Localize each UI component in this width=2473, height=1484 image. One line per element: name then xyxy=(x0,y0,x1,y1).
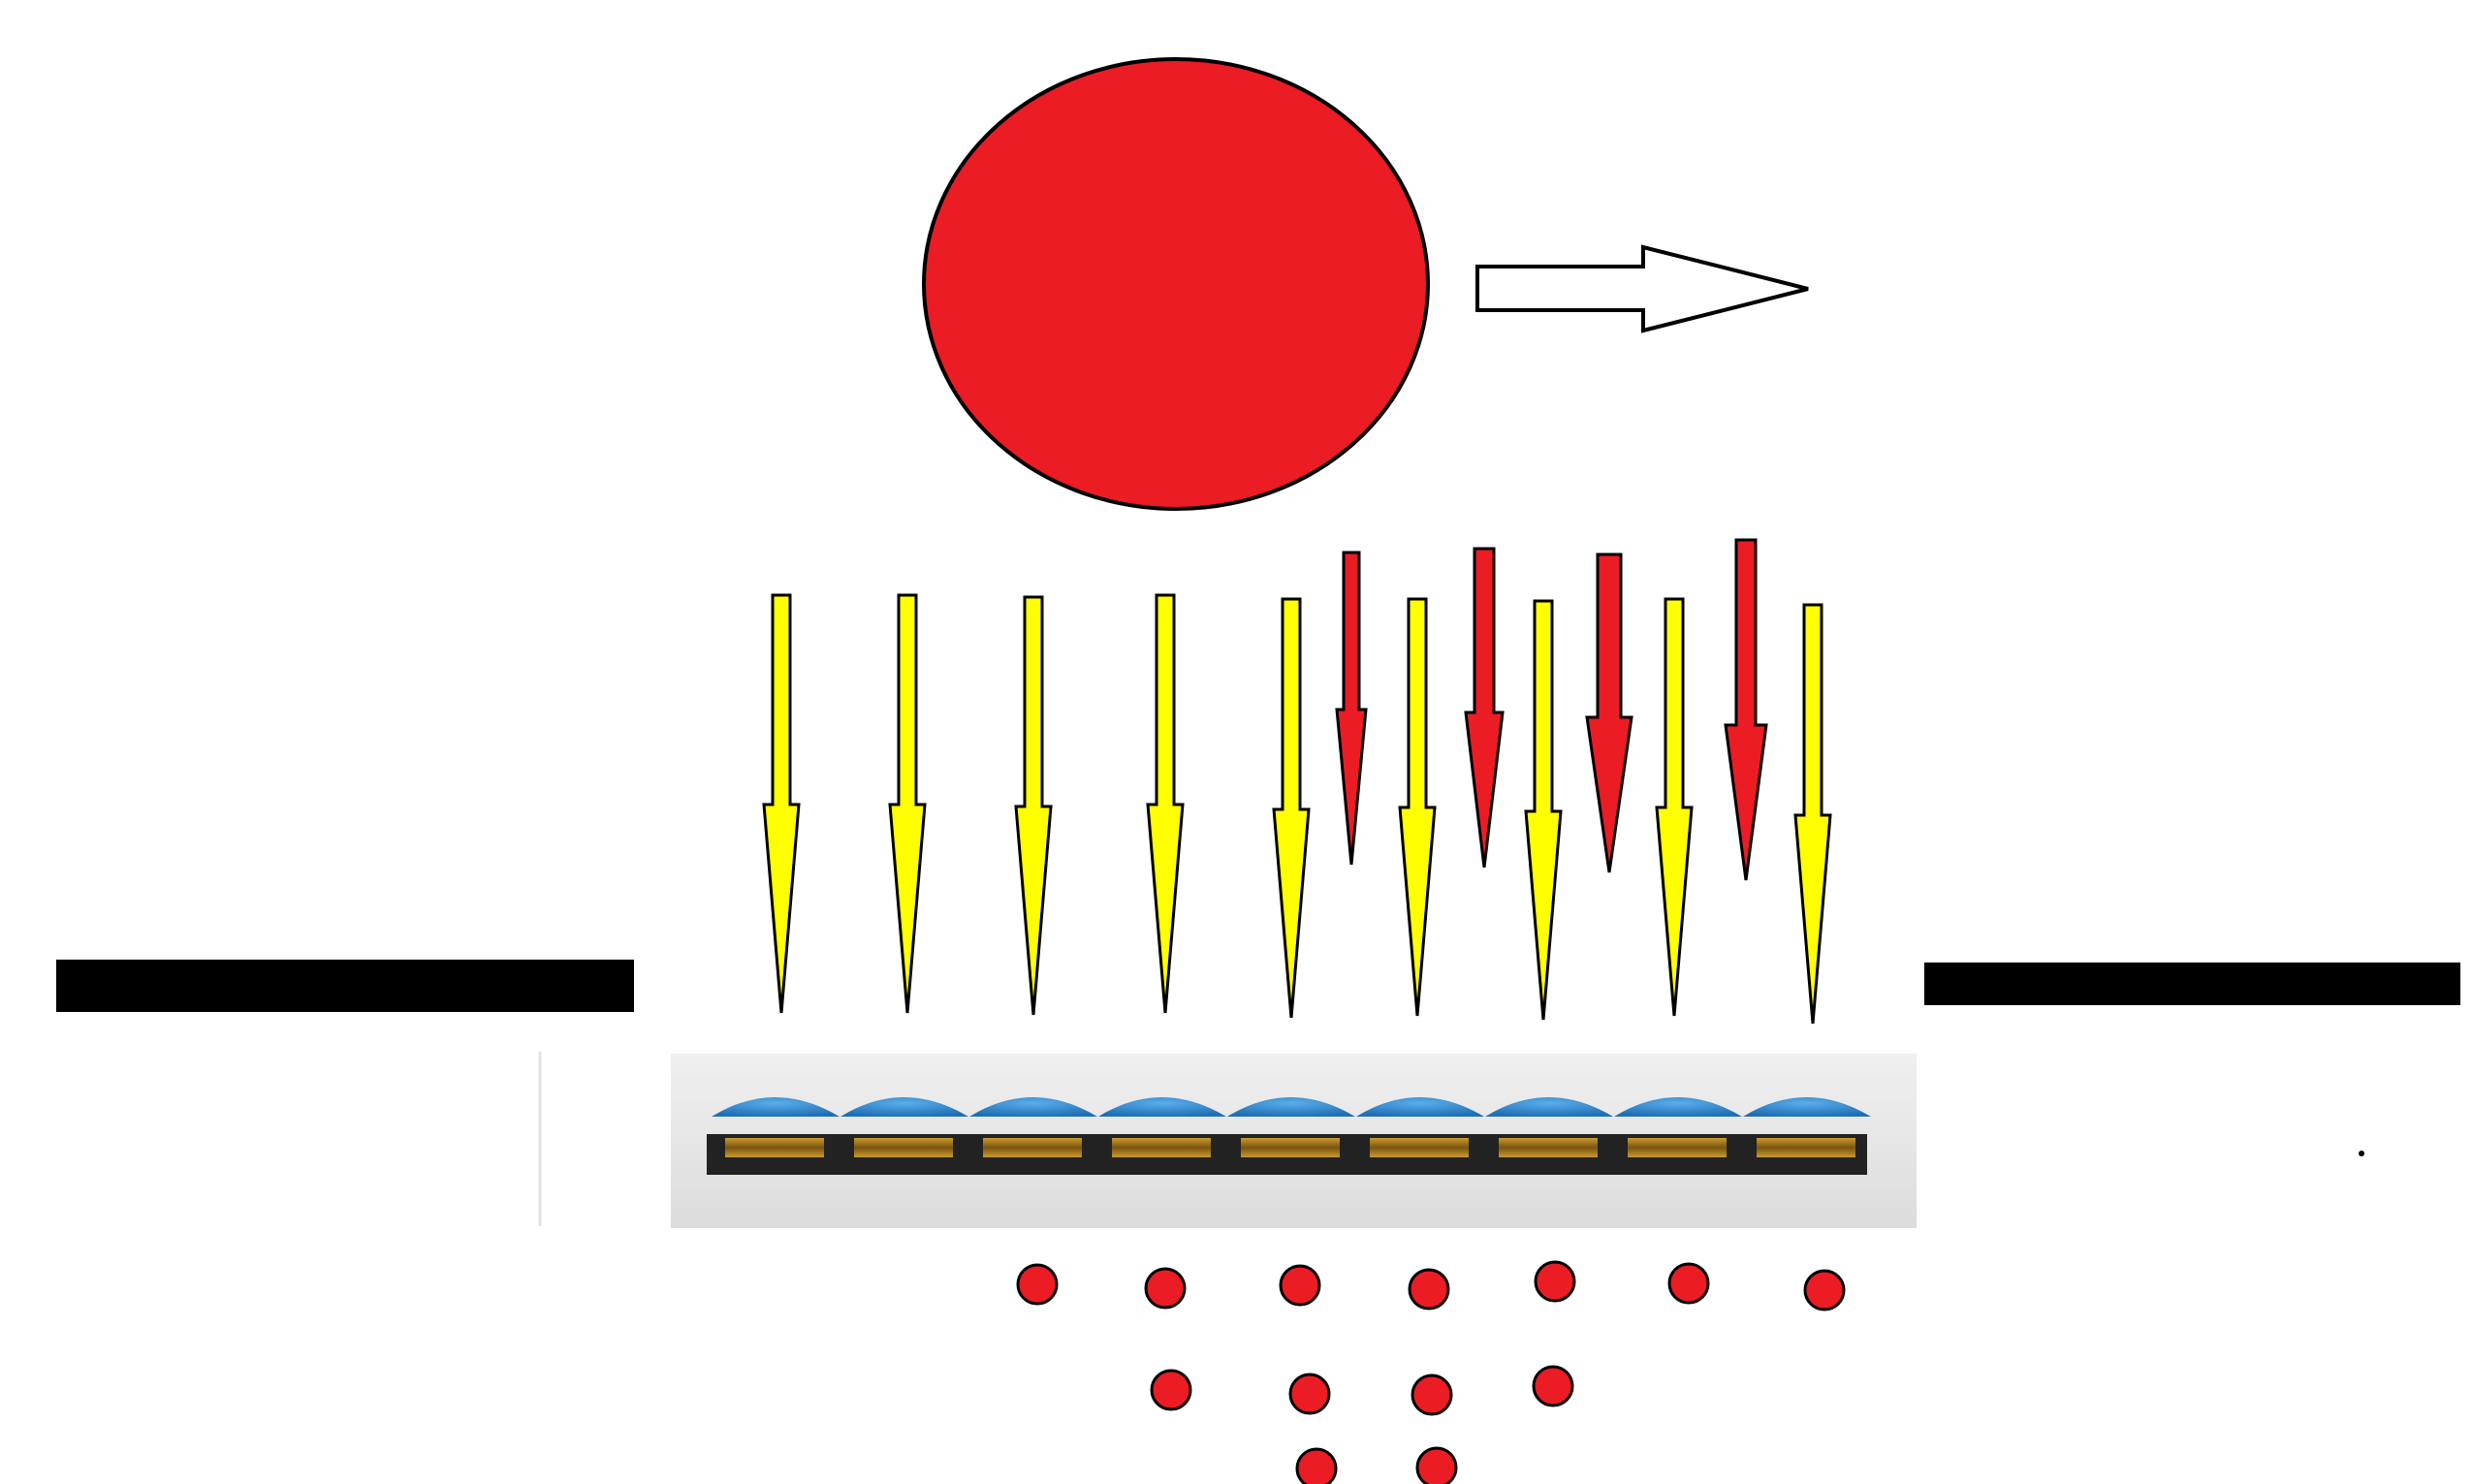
yellow-arrow-icon xyxy=(1146,593,1185,1014)
particle-dot xyxy=(1279,1264,1321,1307)
image-sensor xyxy=(671,1054,1917,1228)
yellow-arrow-icon xyxy=(762,593,801,1014)
microlens xyxy=(1356,1097,1484,1117)
large-red-object xyxy=(922,57,1430,511)
sensor-pixel xyxy=(854,1138,953,1157)
microlens xyxy=(969,1097,1097,1117)
sensor-pixel xyxy=(1112,1138,1211,1157)
particle-dot xyxy=(1803,1269,1846,1311)
red-arrow-icon xyxy=(1464,547,1505,868)
motion-direction-arrow-icon xyxy=(1475,244,1809,333)
microlens xyxy=(1743,1097,1871,1117)
particle-dot xyxy=(1408,1268,1450,1310)
microlens xyxy=(1614,1097,1742,1117)
red-arrow-icon xyxy=(1724,538,1768,881)
red-light-rays xyxy=(1335,538,1768,881)
particle-dot xyxy=(1667,1262,1710,1305)
microlenses xyxy=(712,1097,1871,1117)
sensor-pixel xyxy=(1757,1138,1855,1157)
scattered-particles xyxy=(1016,1260,1846,1484)
yellow-arrow-icon xyxy=(1272,597,1311,1019)
sensor-pixel xyxy=(1241,1138,1340,1157)
yellow-arrow-icon xyxy=(1524,599,1563,1021)
microlens xyxy=(1485,1097,1613,1117)
microlens xyxy=(840,1097,968,1117)
stray-dot xyxy=(2359,1151,2364,1156)
right-barrier xyxy=(1924,963,2460,1005)
yellow-light-rays xyxy=(762,593,1832,1025)
particle-dot xyxy=(1411,1373,1453,1416)
particle-dot xyxy=(1295,1447,1338,1484)
sensor-pixel xyxy=(1628,1138,1727,1157)
red-arrow-icon xyxy=(1585,553,1633,873)
microlens xyxy=(712,1097,840,1117)
red-arrow-icon xyxy=(1335,551,1368,866)
left-barrier xyxy=(56,960,634,1012)
sensor-pixel xyxy=(1370,1138,1469,1157)
sensor-pixel xyxy=(725,1138,824,1157)
yellow-arrow-icon xyxy=(1655,597,1694,1017)
particle-dot xyxy=(1144,1267,1187,1310)
yellow-arrow-icon xyxy=(1793,603,1832,1025)
yellow-arrow-icon xyxy=(888,593,927,1014)
particle-dot xyxy=(1415,1446,1458,1484)
sensor-pixels xyxy=(725,1138,1855,1157)
particle-dot xyxy=(1016,1263,1059,1306)
sensor-pixel xyxy=(983,1138,1082,1157)
particle-dot xyxy=(1150,1369,1192,1411)
particle-dot xyxy=(1534,1260,1576,1303)
particle-dot xyxy=(1532,1365,1574,1407)
yellow-arrow-icon xyxy=(1398,597,1437,1017)
sensor-pixel xyxy=(1499,1138,1598,1157)
particle-dot xyxy=(1288,1373,1331,1415)
microlens xyxy=(1098,1097,1226,1117)
microlens xyxy=(1227,1097,1355,1117)
yellow-arrow-icon xyxy=(1014,595,1053,1016)
